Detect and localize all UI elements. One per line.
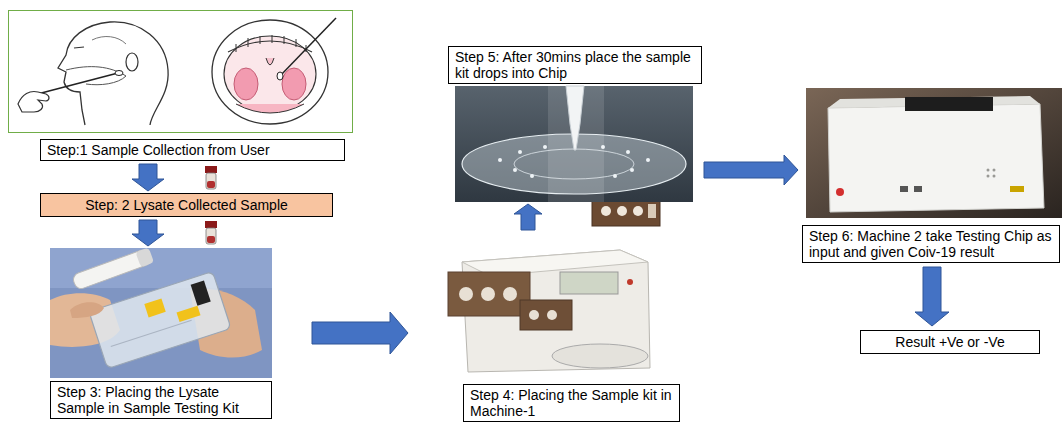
photo-space bbox=[436, 232, 680, 384]
swab-illustration bbox=[9, 11, 353, 133]
photo-space bbox=[8, 10, 352, 139]
step-caption: Step 3: Placing the Lysate Sample in Sam… bbox=[50, 381, 272, 419]
step-label: Step:1 Sample Collection from User bbox=[47, 142, 338, 158]
step-caption: Step 6: Machine 2 take Testing Chip as i… bbox=[802, 225, 1060, 263]
step-caption: Step 5: After 30mins place the sample ki… bbox=[448, 46, 702, 84]
flow-arrow bbox=[132, 220, 164, 246]
flow-arrow bbox=[704, 155, 798, 185]
step-panel: Step 5: After 30mins place the sample ki… bbox=[448, 46, 702, 202]
step-label: Step 4: Placing the Sample kit in Machin… bbox=[470, 387, 673, 419]
machine-2-photo bbox=[806, 88, 1062, 218]
step-label: Step 3: Placing the Lysate Sample in Sam… bbox=[57, 384, 265, 416]
photo-space bbox=[50, 248, 272, 381]
sample-tube bbox=[205, 221, 217, 244]
step-box: Step: 2 Lysate Collected Sample bbox=[40, 193, 333, 217]
flow-arrow bbox=[132, 164, 164, 191]
flow-arrow bbox=[915, 267, 949, 326]
sample-tube bbox=[205, 166, 217, 189]
step-panel: Step:1 Sample Collection from User bbox=[8, 10, 352, 161]
chip-photo bbox=[455, 86, 693, 202]
machine-1-photo bbox=[436, 232, 670, 378]
step-panel: Step 3: Placing the Lysate Sample in Sam… bbox=[50, 248, 272, 419]
flow-arrow bbox=[312, 312, 408, 354]
step-label: Step 6: Machine 2 take Testing Chip as i… bbox=[809, 228, 1053, 260]
step-label: Step 5: After 30mins place the sample ki… bbox=[455, 49, 695, 81]
step-label: Result +Ve or -Ve bbox=[867, 334, 1033, 350]
step-label: Step: 2 Lysate Collected Sample bbox=[47, 197, 326, 213]
step-box: Result +Ve or -Ve bbox=[860, 330, 1040, 354]
step-caption: Step:1 Sample Collection from User bbox=[40, 139, 345, 161]
step-caption: Step 4: Placing the Sample kit in Machin… bbox=[463, 384, 680, 422]
photo-space bbox=[448, 84, 702, 202]
step-panel: Step 4: Placing the Sample kit in Machin… bbox=[436, 232, 680, 422]
testing-kit-photo bbox=[50, 247, 272, 378]
photo-space bbox=[802, 88, 1060, 225]
flow-arrow bbox=[514, 204, 542, 230]
step-panel: Step 6: Machine 2 take Testing Chip as i… bbox=[802, 88, 1060, 263]
